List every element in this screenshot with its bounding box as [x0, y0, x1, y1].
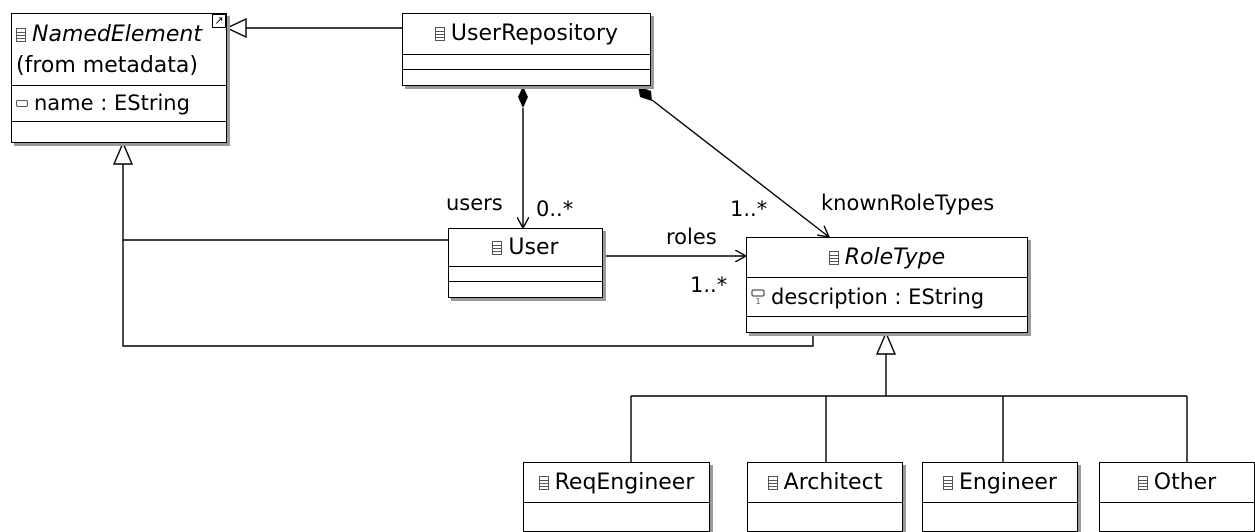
attribute-text: name : EString: [34, 91, 190, 115]
class-icon: [828, 250, 839, 265]
attribute-compartment: [923, 502, 1077, 532]
class-architect[interactable]: Architect: [747, 462, 903, 532]
association-roles-role-label: roles: [666, 225, 717, 249]
class-other[interactable]: Other: [1099, 462, 1255, 532]
class-header: UserRepository: [403, 14, 650, 54]
class-name: Other: [1153, 469, 1217, 495]
class-name: Architect: [783, 469, 883, 495]
association-knownroletypes-role-label: knownRoleTypes: [821, 191, 995, 215]
attribute-compartment: [1100, 502, 1254, 532]
attribute-compartment: [748, 502, 902, 532]
class-name: NamedElement: [32, 22, 202, 47]
operation-compartment: [12, 121, 226, 135]
association-users-role-label: users: [446, 191, 503, 215]
class-req-engineer[interactable]: ReqEngineer: [523, 462, 710, 532]
class-header: Architect: [748, 463, 902, 502]
generalization-roletype-arrowhead: [875, 331, 897, 355]
attribute-row[interactable]: 1 description : EString: [747, 278, 1027, 315]
attribute-text: description : EString: [771, 284, 985, 309]
association-knownroletypes-line: [651, 99, 829, 237]
class-name: User: [508, 234, 559, 260]
attribute-compartment: 1 description : EString: [747, 277, 1027, 316]
class-name: Engineer: [959, 469, 1057, 495]
generalization-roletype-line: [122, 240, 814, 347]
class-origin: (from metadata): [16, 53, 198, 78]
operation-compartment: [747, 316, 1027, 331]
class-engineer[interactable]: Engineer: [922, 462, 1078, 532]
composition-users-diamond: [518, 86, 528, 108]
association-knownroletypes-multiplicity: 1..*: [730, 197, 768, 221]
operation-compartment: [403, 69, 650, 84]
attribute-compartment: [403, 54, 650, 69]
class-icon: [492, 240, 503, 255]
association-users-multiplicity: 0..*: [536, 197, 574, 221]
class-header: RoleType: [747, 238, 1027, 277]
class-icon: [538, 475, 549, 490]
class-header: Other: [1100, 463, 1254, 502]
class-header: Engineer: [923, 463, 1077, 502]
generalization-named-element-arrowhead: [112, 141, 134, 165]
attribute-compartment: [524, 502, 709, 532]
class-icon: [434, 27, 445, 41]
class-name: UserRepository: [450, 21, 619, 46]
generalization-user-line: [122, 164, 449, 241]
class-user[interactable]: User: [448, 228, 603, 298]
attribute-compartment: [449, 266, 602, 281]
attribute-compartment: name : EString: [12, 85, 226, 121]
class-header: ReqEngineer: [524, 463, 709, 502]
class-name: ReqEngineer: [554, 469, 695, 495]
class-icon: [767, 475, 778, 490]
shortcut-arrow-icon: ↗: [212, 14, 226, 28]
composition-knownroletypes-diamond: [638, 86, 652, 101]
class-header: NamedElement: [12, 14, 226, 56]
class-icon: [943, 475, 953, 490]
class-name: RoleType: [844, 244, 946, 270]
class-named-element[interactable]: NamedElement ↗ (from metadata) name : ES…: [11, 13, 227, 143]
generalization-userrepository-arrowhead: [225, 17, 247, 39]
svg-text:1: 1: [755, 297, 760, 305]
id-attribute-icon: 1: [751, 288, 765, 305]
association-roles-multiplicity: 1..*: [690, 273, 728, 297]
attribute-icon: [16, 99, 28, 107]
class-user-repository[interactable]: UserRepository: [402, 13, 651, 86]
operation-compartment: [449, 281, 602, 296]
class-icon: [16, 28, 26, 42]
attribute-row[interactable]: name : EString: [12, 86, 226, 120]
class-icon: [1137, 475, 1148, 490]
class-header: User: [449, 229, 602, 266]
class-role-type[interactable]: RoleType 1 description : EString: [746, 237, 1028, 333]
